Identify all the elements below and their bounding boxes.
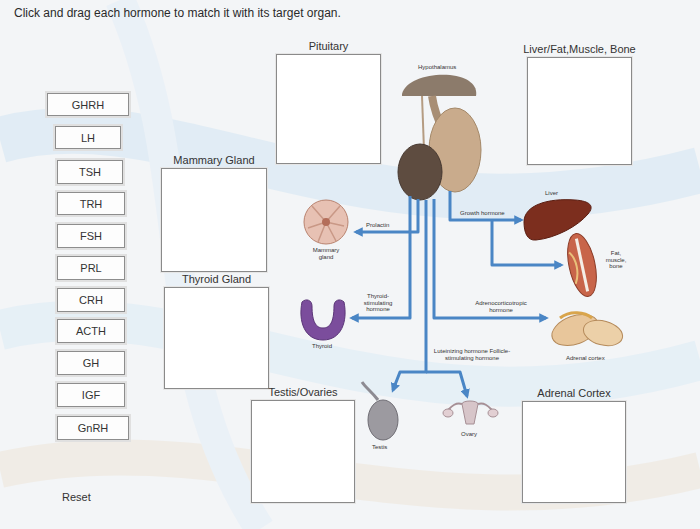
drop-target-box: Testis/Ovaries: [251, 400, 355, 503]
hormone-name: ACTH: [76, 325, 106, 337]
hormone-tile: PRL: [57, 256, 125, 280]
illustration-label: Luteinizing hormone Follicle-stimulating…: [432, 348, 512, 361]
pituitary-figure: [398, 75, 481, 200]
hormone-name: TRH: [80, 198, 103, 210]
hormone-tile: FSH: [57, 224, 125, 248]
hormone-name: GnRH: [78, 422, 109, 434]
hormone-tile: GHRH: [47, 93, 129, 116]
drop-target-box: Adrenal Cortex: [522, 401, 626, 503]
hormone-name: FSH: [80, 230, 102, 242]
drop-target-box: Liver/Fat,Muscle, Bone: [527, 57, 632, 165]
muscle-figure: [563, 231, 602, 299]
hormone-name: TSH: [79, 166, 101, 178]
drop-target-box: Thyroid Gland: [164, 287, 269, 389]
target-heading: Mammary Gland: [173, 154, 254, 166]
hormone-name: PRL: [80, 262, 101, 274]
illustration-label: Fat, muscle, bone: [603, 250, 629, 270]
illustration-label: Adrenal cortex: [566, 355, 605, 362]
mammary-figure: [304, 200, 348, 244]
page-title: Click and drag each hormone to match it …: [14, 6, 341, 20]
hormone-tile: IGF: [57, 383, 125, 407]
hormone-tile: ACTH: [57, 319, 125, 343]
hormone-tile: LH: [55, 126, 121, 149]
illustration-label: Ovary: [461, 431, 477, 438]
illustration-label: Mammary gland: [306, 247, 346, 260]
adrenal-figure: [548, 309, 626, 352]
illustration-label: Adrenocorticotropic hormone: [470, 300, 532, 313]
hormone-tile: TRH: [57, 192, 125, 215]
testis-figure: [362, 382, 398, 440]
drop-target-box: Mammary Gland: [161, 168, 267, 272]
hormone-tile: GH: [57, 351, 125, 375]
hormone-name: LH: [81, 132, 95, 144]
illustration-label: Testis: [372, 444, 387, 451]
illustration-label: Thyroid-stimulating hormone: [356, 293, 400, 313]
illustration-label: Growth hormone: [460, 210, 505, 217]
hormone-name: GHRH: [72, 99, 104, 111]
liver-figure: [524, 200, 591, 240]
thyroid-figure: [301, 300, 345, 340]
illustration-label: Hypothalamus: [418, 64, 456, 71]
hormone-tile: GnRH: [57, 416, 129, 440]
hormone-tile: CRH: [57, 288, 125, 312]
target-heading: Liver/Fat,Muscle, Bone: [523, 43, 636, 55]
drop-target-box: Pituitary: [276, 54, 381, 164]
illustration-label: Prolactin: [366, 222, 389, 229]
ovary-figure: [443, 401, 498, 424]
target-heading: Adrenal Cortex: [537, 387, 610, 399]
hormone-name: CRH: [79, 294, 103, 306]
hormone-name: GH: [83, 357, 100, 369]
hormone-name: IGF: [82, 389, 100, 401]
target-heading: Testis/Ovaries: [268, 386, 337, 398]
hormone-tile: TSH: [57, 160, 123, 184]
target-heading: Pituitary: [309, 40, 349, 52]
illustration-label: Thyroid: [312, 343, 332, 350]
illustration-label: Liver: [545, 190, 558, 197]
target-heading: Thyroid Gland: [182, 273, 251, 285]
reset-button: Reset: [62, 491, 91, 503]
